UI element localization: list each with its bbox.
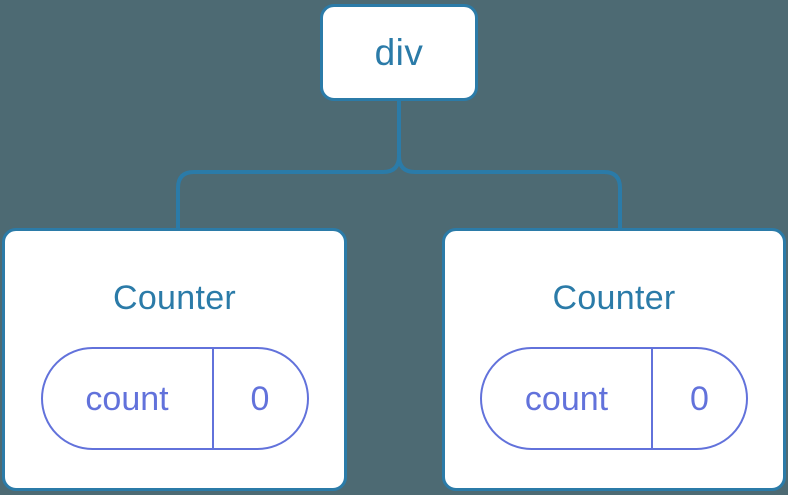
state-capsule-right[interactable]: count 0 [480, 347, 748, 450]
node-counter-right-label: Counter [552, 279, 676, 317]
node-counter-left[interactable]: Counter count 0 [2, 228, 347, 491]
state-key-left: count [43, 349, 214, 448]
connector-branch-right [397, 154, 622, 230]
node-div-label: div [374, 32, 424, 73]
state-key-right: count [482, 349, 653, 448]
connector-branch-left [176, 154, 401, 230]
node-counter-left-label: Counter [112, 279, 237, 317]
state-value-right: 0 [690, 379, 709, 418]
node-counter-right[interactable]: Counter count 0 [442, 228, 786, 491]
node-div[interactable]: div [320, 4, 478, 101]
state-value-left: 0 [250, 379, 270, 418]
state-capsule-left[interactable]: count 0 [40, 347, 309, 450]
